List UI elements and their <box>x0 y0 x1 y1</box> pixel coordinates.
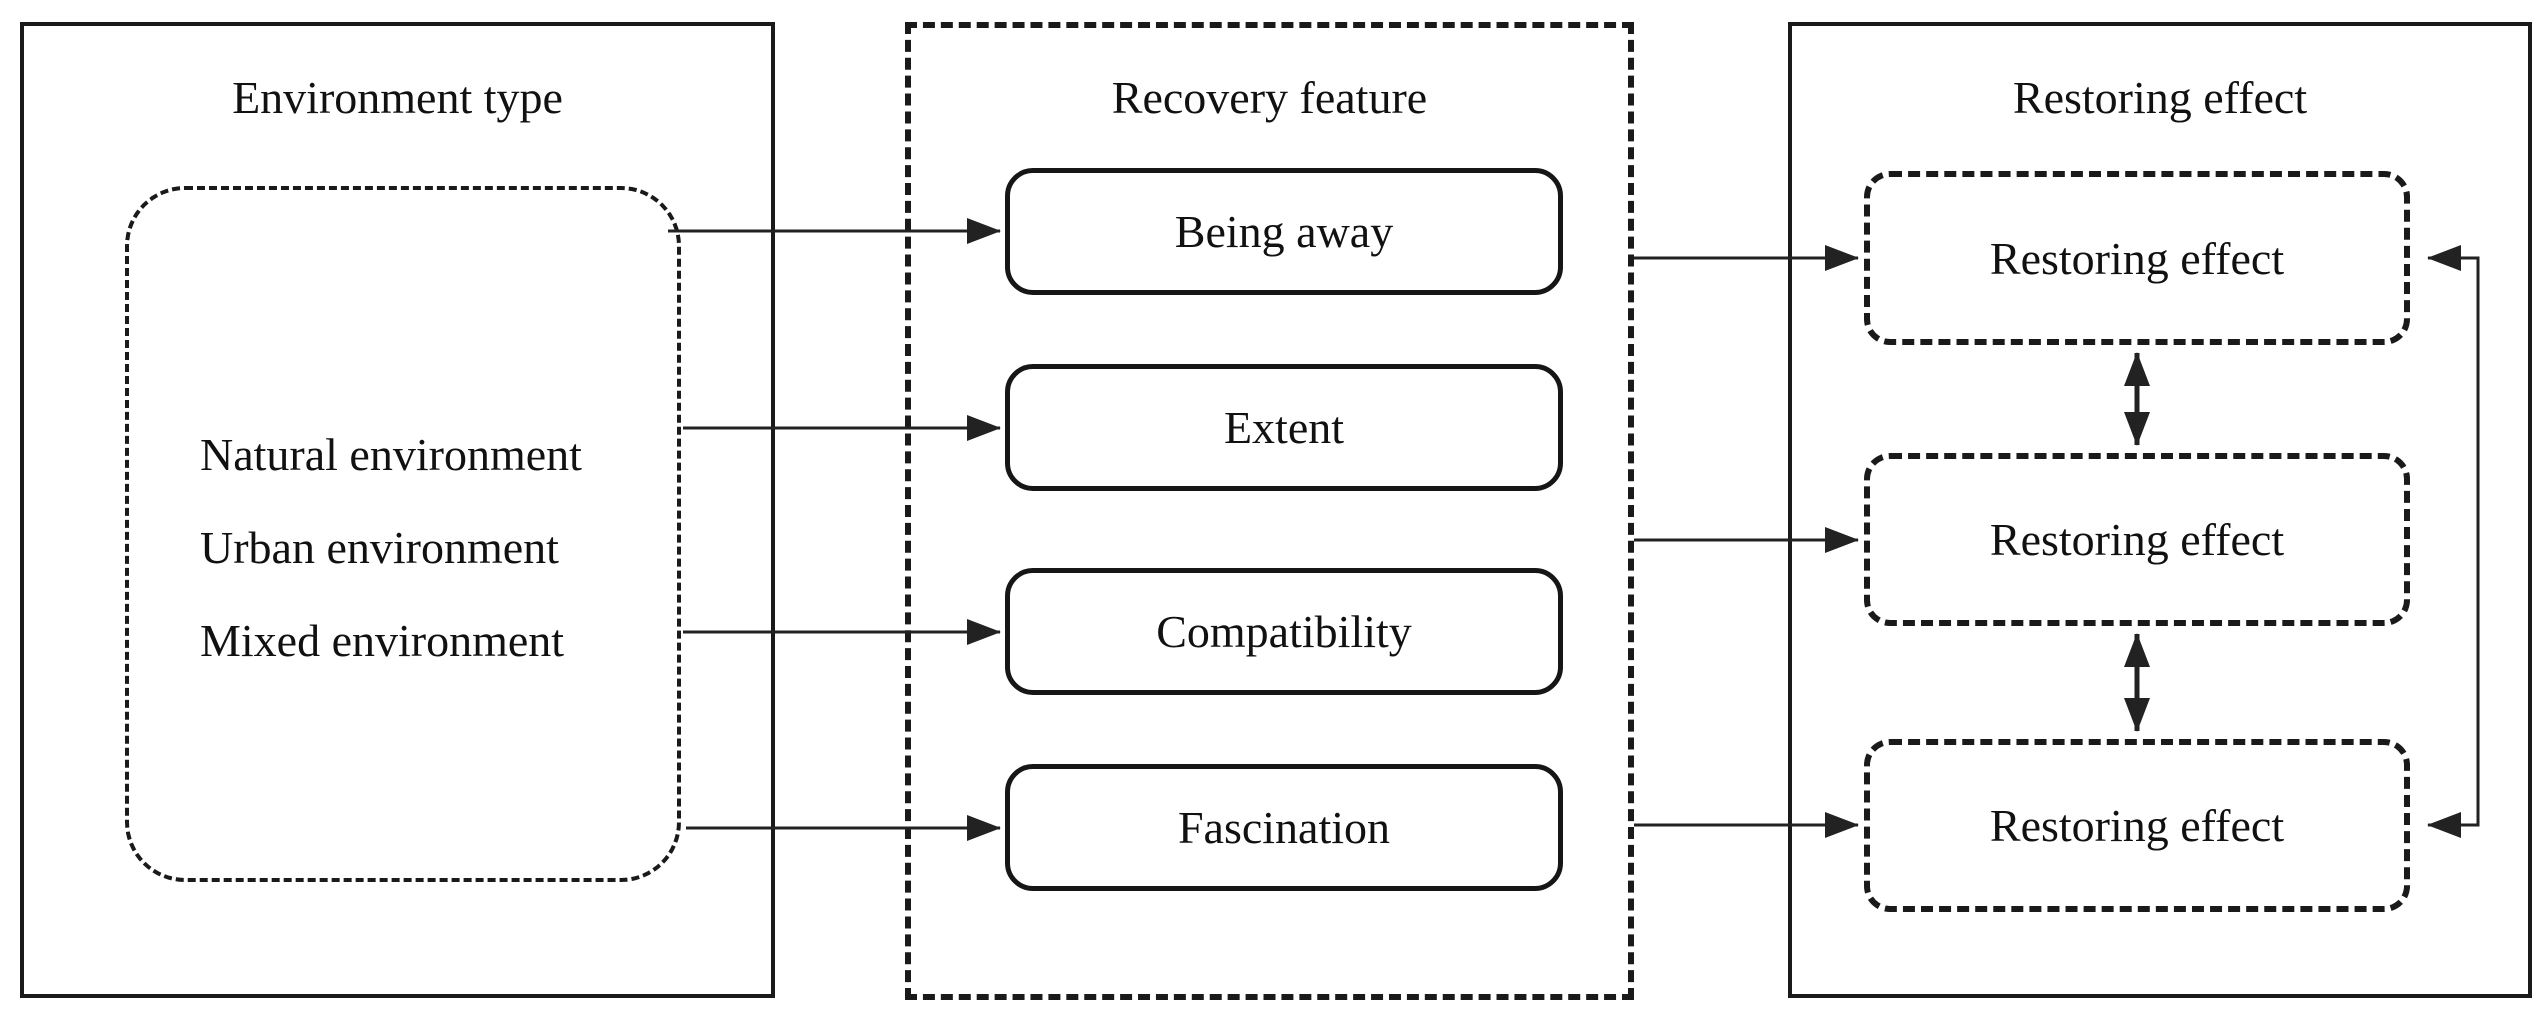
feature-box-being-away: Being away <box>1005 168 1563 295</box>
environment-item-urban: Urban environment <box>200 522 559 573</box>
environment-item-mixed: Mixed environment <box>200 615 565 666</box>
restoring-effect-box-2-label: Restoring effect <box>1989 514 2285 565</box>
feature-box-being-away-label: Being away <box>1174 206 1394 257</box>
feature-box-compatibility: Compatibility <box>1005 568 1563 695</box>
feature-box-extent-label: Extent <box>1223 402 1345 453</box>
restoring-effect-title: Restoring effect <box>2012 72 2308 123</box>
restoring-effect-box-1-label: Restoring effect <box>1989 232 2285 284</box>
feature-box-extent: Extent <box>1005 364 1563 491</box>
environment-list-dashed-box <box>125 186 681 882</box>
environment-item-natural: Natural environment <box>200 429 582 480</box>
feature-box-fascination-label: Fascination <box>1177 802 1391 853</box>
restoring-effect-box-1: Restoring effect <box>1864 171 2410 345</box>
restoring-effect-box-2: Restoring effect <box>1864 453 2410 626</box>
restoring-effect-box-3: Restoring effect <box>1864 739 2410 912</box>
restoring-effect-box-3-label: Restoring effect <box>1989 800 2285 851</box>
feature-box-compatibility-label: Compatibility <box>1156 606 1412 657</box>
recovery-feature-title: Recovery feature <box>1111 72 1428 123</box>
feature-box-fascination: Fascination <box>1005 764 1563 891</box>
environment-type-title: Environment type <box>232 72 563 123</box>
